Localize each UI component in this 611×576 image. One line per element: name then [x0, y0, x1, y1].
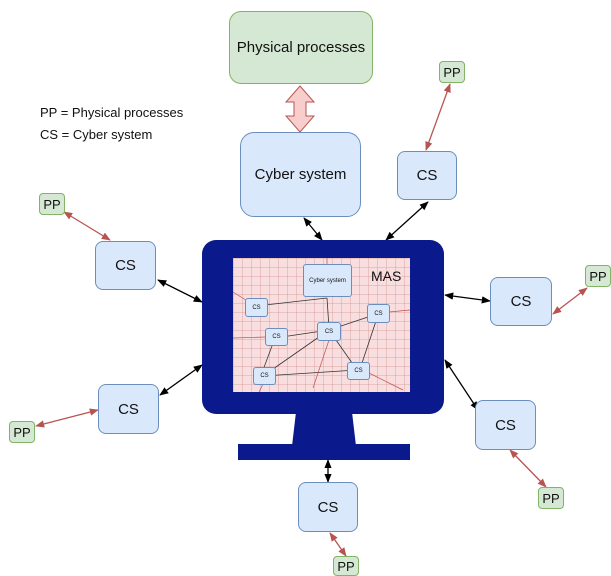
mas-cs-label: CS [260, 373, 269, 379]
monitor-neck [292, 412, 356, 446]
cs-node-right-middle: CS [490, 277, 552, 326]
mas-cs-label: CS [374, 310, 383, 317]
pp-node-left-bottom: PP [9, 421, 35, 443]
pp-node-right-bottom: PP [538, 487, 564, 509]
connector-pp-cs-right-bottom [509, 449, 547, 488]
legend-cs: CS = Cyber system [40, 127, 153, 142]
cs-label: CS [118, 400, 139, 418]
mas-cs-label: CS [354, 368, 363, 374]
mas-cs-node: CS [253, 367, 276, 385]
mas-cs-label: CS [252, 304, 261, 311]
mas-cs-label: CS [272, 334, 281, 340]
pp-label: PP [43, 196, 61, 212]
pp-label: PP [337, 558, 355, 574]
monitor-screen: Cyber system MAS CS CS CS CS CS CS [233, 258, 410, 392]
mas-label: MAS [371, 268, 402, 284]
monitor-base [238, 444, 410, 460]
connector-cs-right-middle-monitor [444, 292, 491, 304]
cs-label: CS [416, 167, 438, 184]
cs-label: CS [317, 498, 339, 516]
connector-cs-right-bottom-monitor [444, 359, 479, 411]
connector-cyber-system-monitor [303, 217, 323, 241]
big-double-arrow [284, 85, 316, 133]
connector-cs-right-top-monitor [385, 201, 429, 241]
cs-node-left-bottom: CS [98, 384, 159, 434]
pp-node-right-middle: PP [585, 265, 611, 287]
mas-cyber-system-node: Cyber system [303, 264, 352, 297]
mas-cs-label: CS [324, 328, 334, 335]
connector-pp-cs-right-top [425, 83, 451, 151]
cs-node-left-top: CS [95, 241, 156, 290]
cs-node-right-bottom: CS [475, 400, 536, 450]
mas-cs-node: CS [347, 362, 370, 380]
pp-node-bottom: PP [333, 556, 359, 576]
cyber-system-node: Cyber system [240, 132, 361, 217]
connector-pp-cs-bottom [329, 532, 347, 557]
mas-cs-node: CS [367, 304, 390, 323]
pp-node-left-top: PP [39, 193, 65, 215]
pp-label: PP [13, 424, 31, 440]
connector-pp-cs-right-middle [552, 287, 588, 315]
pp-label: PP [443, 64, 461, 80]
cs-label: CS [510, 293, 532, 310]
cs-label: CS [495, 416, 516, 434]
connector-cs-left-bottom-monitor [159, 364, 203, 396]
legend-pp: PP = Physical processes [40, 105, 184, 120]
physical-processes-node: Physical processes [229, 11, 373, 84]
cs-label: CS [115, 257, 136, 274]
mas-cs-node: CS [265, 328, 288, 346]
cs-node-bottom: CS [298, 482, 358, 532]
mas-cs-node: CS [245, 298, 268, 317]
connector-cs-left-top-monitor [157, 279, 203, 303]
cs-node-right-top: CS [397, 151, 457, 200]
pp-node-right-top: PP [439, 61, 465, 83]
legend: PP = Physical processes CS = Cyber syste… [40, 102, 183, 146]
mas-cs-node: CS [317, 322, 341, 341]
cyber-system-label: Cyber system [254, 166, 347, 183]
connector-pp-cs-left-bottom [35, 408, 99, 428]
connector-pp-cs-left-top [63, 211, 111, 241]
physical-processes-label: Physical processes [236, 39, 366, 56]
mas-cyber-system-label: Cyber system [309, 277, 346, 284]
pp-label: PP [542, 490, 560, 506]
pp-label: PP [589, 268, 607, 284]
